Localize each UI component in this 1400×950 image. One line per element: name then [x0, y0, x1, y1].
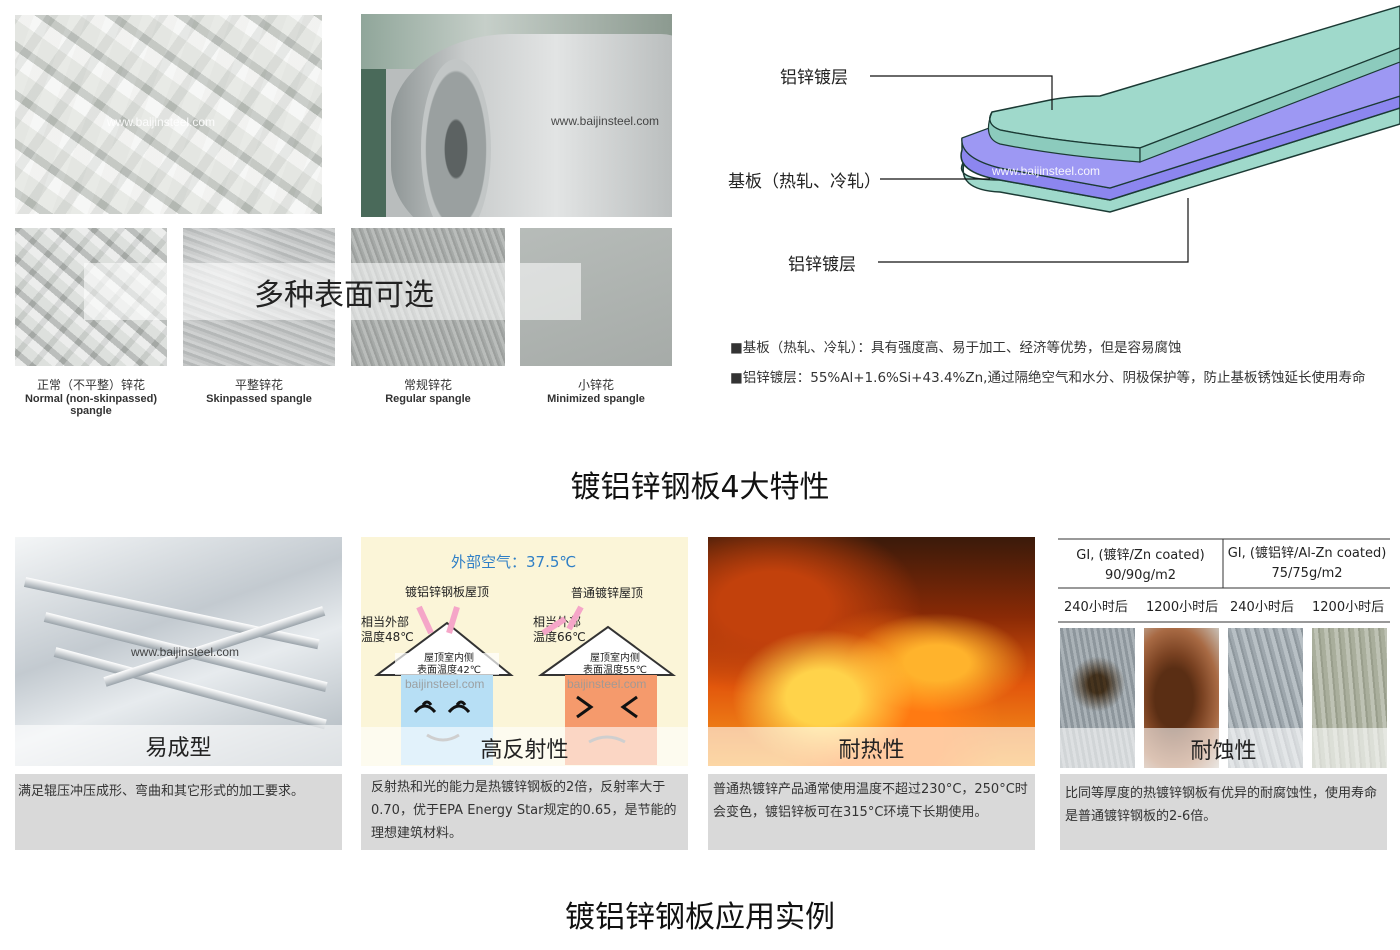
feature-title: 高反射性: [361, 727, 688, 766]
table-cell-time: 240小时后: [1064, 600, 1128, 615]
outside-air-label: 外部空气：37.5℃: [451, 553, 577, 571]
caption-en: Normal (non-skinpassed) spangle: [24, 393, 158, 417]
caption-cn: 正常（不平整）锌花: [36, 378, 145, 392]
spangle-photo-large: www.baijinsteel.com: [15, 15, 322, 214]
table-header-gi: GI, (镀锌/Zn coated) 90/90g/m2: [1076, 548, 1205, 583]
feature-reflectivity-desc: 反射热和光的能力是热镀锌钢板的2倍，反射率大于0.70，优于EPA Energy…: [361, 774, 688, 850]
ext-al-label: 相当外部 温度48℃: [361, 615, 414, 644]
caption-cn: 常规锌花: [403, 378, 452, 392]
feature-title: 耐热性: [708, 727, 1035, 766]
section-title-applications: 镀铝锌钢板应用实例: [565, 900, 835, 935]
feature-formability-desc: 满足辊压冲压成形、弯曲和其它形式的加工要求。: [15, 774, 342, 850]
watermark: www.baijinsteel.com: [107, 115, 216, 129]
table-cell-time: 1200小时后: [1146, 600, 1219, 615]
caption-en: Regular spangle: [385, 393, 471, 405]
coating-layer-diagram: [870, 5, 1400, 263]
watermark: baijinsteel.com: [405, 677, 485, 691]
roof-gi-label: 普通镀锌屋顶: [571, 586, 644, 600]
roof-al-label: 镀铝锌钢板屋顶: [405, 585, 490, 599]
feature-heat-desc: 普通热镀锌产品通常使用温度不超过230°C，250°C时会变色，镀铝锌板可在31…: [708, 774, 1035, 850]
watermark: baijinsteel.com: [567, 677, 647, 691]
bullet-substrate: ■基板（热轧、冷轧）：具有强度高、易于加工、经济等优势，但是容易腐蚀: [730, 340, 1182, 356]
spangle-caption-skinpassed: 平整锌花 Skinpassed spangle: [175, 376, 343, 405]
label-alzn-bottom: 铝锌镀层: [788, 255, 856, 275]
section-title-features: 镀铝锌钢板4大特性: [570, 470, 830, 505]
feature-title: 耐蚀性: [1060, 728, 1387, 770]
spangle-caption-minimized: 小锌花 Minimized spangle: [512, 376, 680, 405]
caption-en: Minimized spangle: [547, 393, 645, 405]
feature-reflectivity-image: 外部空气：37.5℃ 镀铝锌钢板屋顶 普通镀锌屋顶 相当外部 温度48℃ 相当外…: [361, 537, 688, 766]
table-header-galvalume: GI, (镀铝锌/Al-Zn coated) 75/75g/m2: [1227, 546, 1387, 581]
steel-coil-photo: www.baijinsteel.com: [361, 14, 672, 217]
bullet-coating: ■铝锌镀层：55%Al+1.6%Si+43.4%Zn,通过隔绝空气和水分、阴极保…: [730, 370, 1366, 386]
watermark: www.baijinsteel.com: [992, 164, 1101, 178]
spangle-caption-normal: 正常（不平整）锌花 Normal (non-skinpassed) spangl…: [5, 376, 177, 417]
table-cell-time: 1200小时后: [1312, 600, 1385, 615]
label-substrate: 基板（热轧、冷轧）: [728, 172, 881, 192]
caption-cn: 平整锌花: [234, 378, 283, 392]
caption-en: Skinpassed spangle: [206, 393, 312, 405]
int-al-label: 屋顶室内侧 表面温度42℃: [417, 653, 481, 676]
watermark: www.baijinsteel.com: [131, 645, 240, 659]
feature-formability-image: www.baijinsteel.com 易成型: [15, 537, 342, 766]
label-alzn-top: 铝锌镀层: [780, 68, 848, 88]
feature-title: 易成型: [15, 725, 342, 766]
int-gi-label: 屋顶室内侧 表面温度55℃: [583, 653, 647, 676]
surface-options-title: 多种表面可选: [254, 278, 434, 313]
feature-corrosion-desc: 比同等厚度的热镀锌钢板有优异的耐腐蚀性，使用寿命是普通镀锌钢板的2-6倍。: [1060, 774, 1387, 850]
table-cell-time: 240小时后: [1230, 600, 1294, 615]
spangle-caption-regular: 常规锌花 Regular spangle: [344, 376, 512, 405]
feature-heat-image: 耐热性: [708, 537, 1035, 766]
surface-options-banner: [84, 263, 581, 320]
watermark: www.baijinsteel.com: [551, 114, 660, 128]
caption-cn: 小锌花: [577, 378, 614, 392]
